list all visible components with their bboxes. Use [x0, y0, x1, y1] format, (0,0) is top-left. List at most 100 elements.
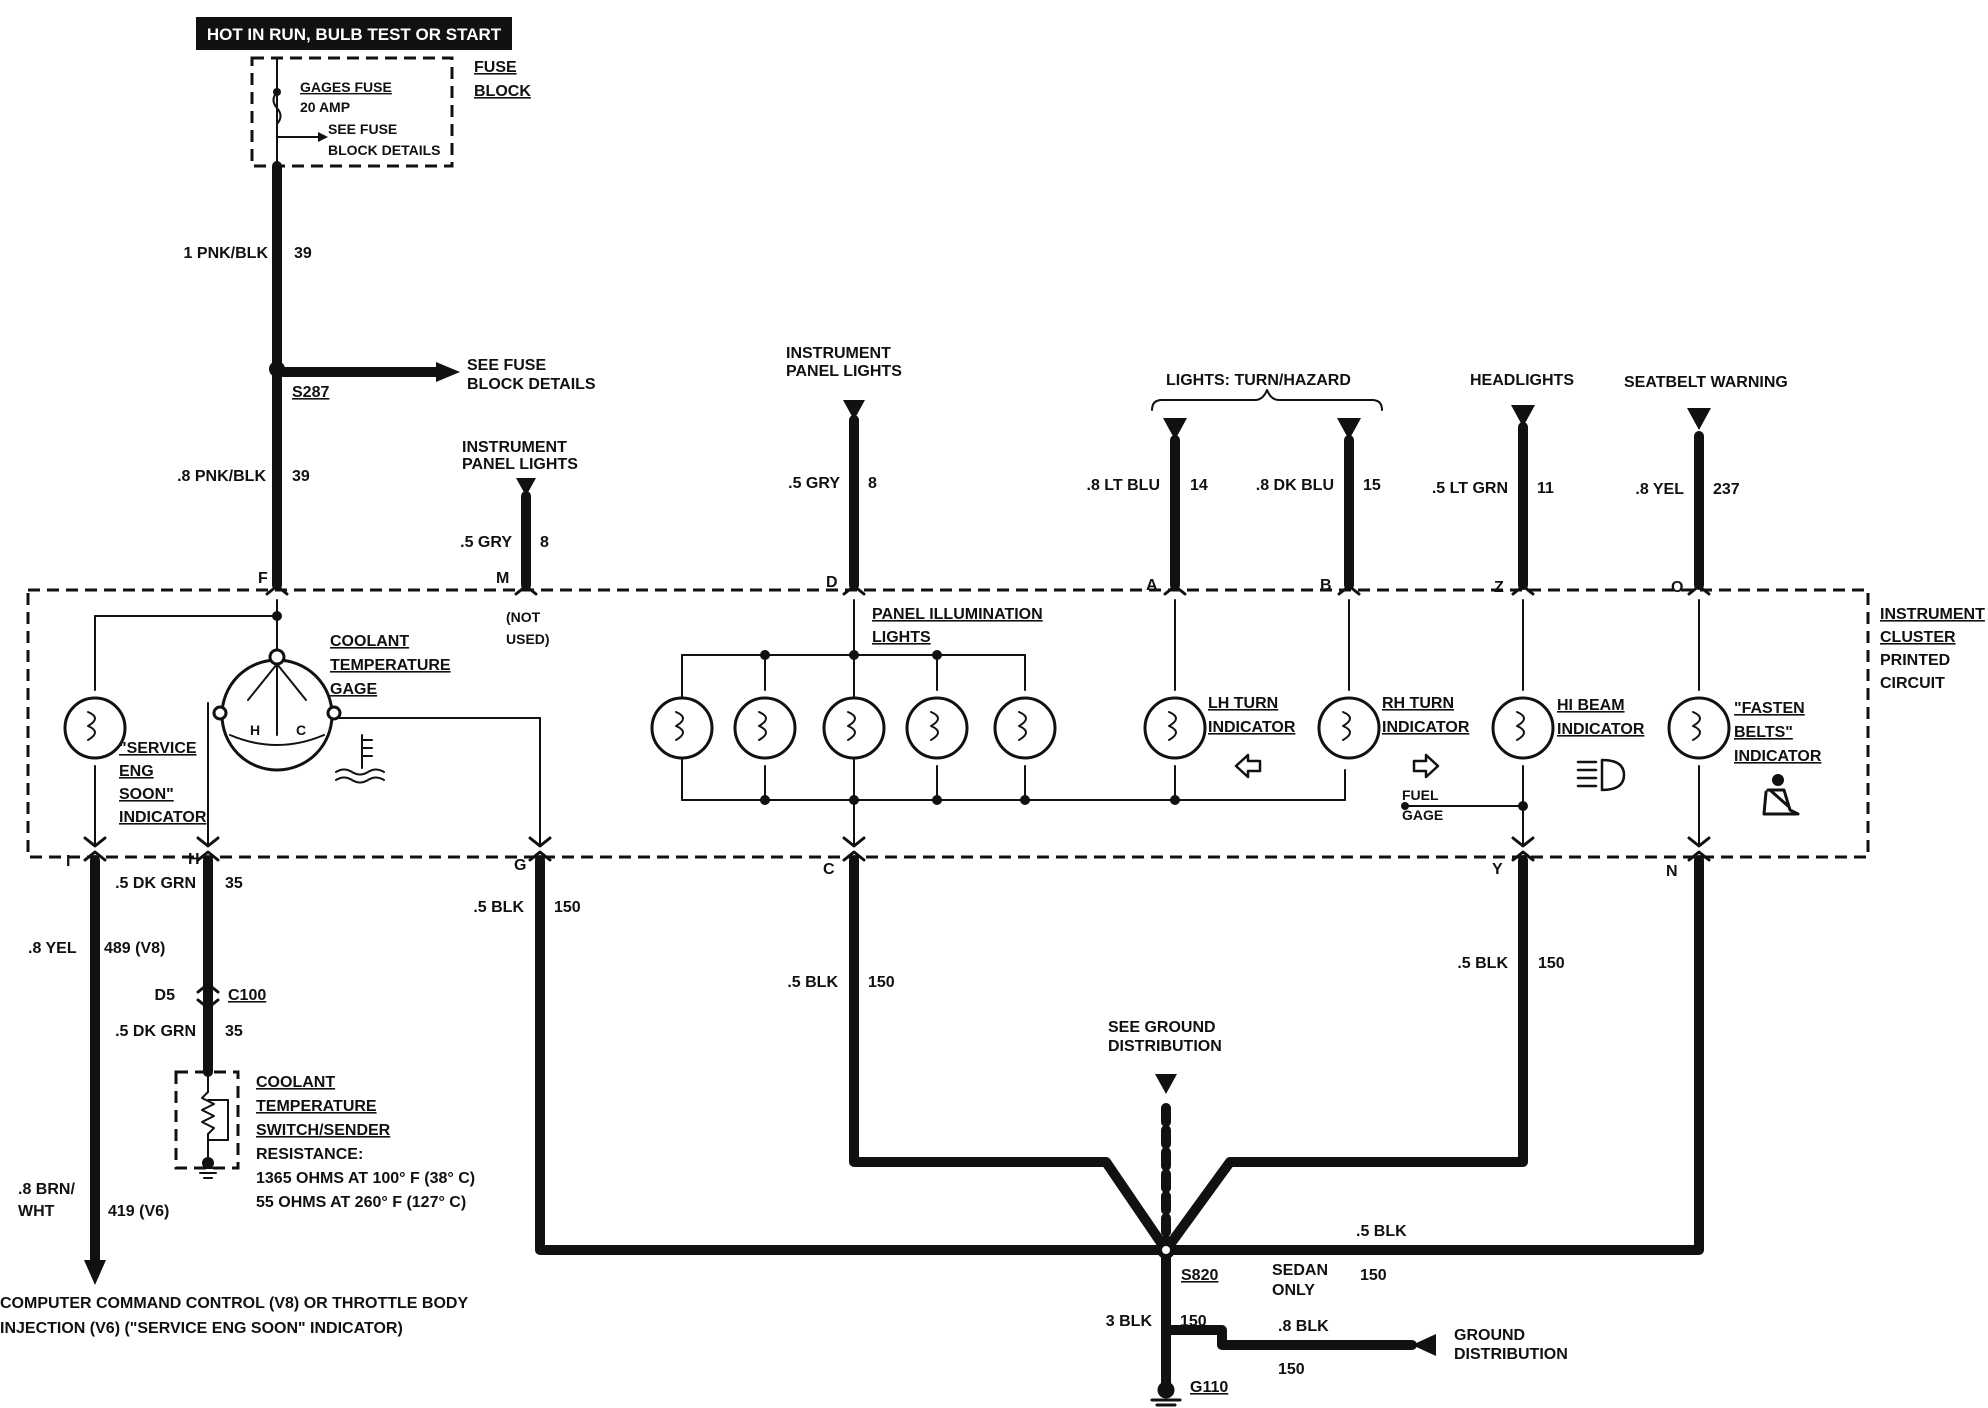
coolant-gage-label-3: GAGE [330, 681, 377, 698]
connector-D: D [826, 574, 838, 591]
ses-label-1: "SERVICE [119, 740, 197, 757]
sedan-label-1: SEDAN [1272, 1262, 1328, 1279]
splice-s820-center [1162, 1246, 1170, 1254]
ground-dist-label-1: GROUND [1454, 1327, 1525, 1344]
panel-lamp-4-icon [905, 696, 969, 760]
seatbelt-icon [1762, 774, 1800, 816]
wire-blk-c-num: 150 [868, 974, 895, 991]
fuse-block-label-2: BLOCK [474, 83, 531, 100]
connector-d5: D5 [155, 987, 176, 1004]
coolant-gage-label-2: TEMPERATURE [330, 657, 451, 674]
wire-pnk-blk-1-num: 39 [294, 245, 312, 262]
right-arrow-icon [1412, 753, 1440, 779]
wire-pnk-blk-8-label: .8 PNK/BLK [177, 468, 266, 485]
splice-s820: S820 [1181, 1267, 1218, 1284]
wire-blk-3-label: 3 BLK [1106, 1313, 1153, 1330]
ses-label-2: ENG [119, 763, 154, 780]
fuse-arrow-icon [318, 132, 328, 142]
wire-lt-blu-num: 14 [1190, 477, 1208, 494]
sender-label-6: 55 OHMS AT 260° F (127° C) [256, 1194, 466, 1211]
sender-label-2: TEMPERATURE [256, 1098, 377, 1115]
connector-F: F [258, 570, 268, 587]
wire-lt-grn-num: 11 [1537, 480, 1554, 497]
connector-I: I [66, 853, 70, 870]
wire-blk-n-label: .5 BLK [1356, 1223, 1407, 1240]
coolant-gage-label-1: COOLANT [330, 633, 409, 650]
wire-blk-c-label: .5 BLK [787, 974, 838, 991]
thermometer-icon [335, 734, 385, 784]
wire-gry-left-label: .5 GRY [460, 534, 512, 551]
headlights-arrow-icon [1511, 405, 1535, 427]
see-fuse-block-2: BLOCK DETAILS [467, 376, 596, 393]
ipl-center-1: INSTRUMENT [786, 345, 891, 362]
fuse-see-1: SEE FUSE [328, 121, 397, 137]
wire-gry-center-num: 8 [868, 475, 877, 492]
fasten-label-2: BELTS" [1734, 724, 1793, 741]
wire-yel-489-num: 489 (V8) [104, 940, 165, 957]
supply-banner [196, 17, 512, 50]
wire-blk-g-num: 150 [554, 899, 581, 916]
sender-label-3: SWITCH/SENDER [256, 1122, 391, 1139]
fuse-rating: 20 AMP [300, 99, 350, 115]
wire-pnk-blk-1-label: 1 PNK/BLK [184, 245, 269, 262]
see-ground-arrow-icon [1155, 1074, 1177, 1094]
connector-c100-icon [196, 982, 220, 1010]
wire-dk-grn-1-label: .5 DK GRN [115, 875, 196, 892]
hi-beam-label-2: INDICATOR [1557, 721, 1645, 738]
fuel-gage-label-1: FUEL [1402, 787, 1439, 803]
ground-dist-arrow-icon [1412, 1334, 1436, 1356]
ccc-label-2: INJECTION (V6) ("SERVICE ENG SOON" INDIC… [0, 1320, 403, 1337]
not-used-2: USED) [506, 631, 550, 647]
wire-yel-237-label: .8 YEL [1635, 481, 1684, 498]
wire-brn-wht-1: .8 BRN/ [18, 1181, 75, 1198]
wire-yel-237-num: 237 [1713, 481, 1740, 498]
ipl-left-2: PANEL LIGHTS [462, 456, 578, 473]
ipl-center-2: PANEL LIGHTS [786, 363, 902, 380]
seatbelt-warning-label: SEATBELT WARNING [1624, 374, 1788, 391]
sedan-num: 150 [1360, 1267, 1387, 1284]
fasten-belts-bulb-icon [1667, 696, 1731, 760]
ses-label-4: INDICATOR [119, 809, 207, 826]
connector-N: N [1666, 863, 1678, 880]
cluster-label-2: CLUSTER [1880, 629, 1956, 646]
sender-label-5: 1365 OHMS AT 100° F (38° C) [256, 1170, 475, 1187]
wire-blk-g-label: .5 BLK [473, 899, 524, 916]
connector-O: O [1671, 579, 1683, 596]
wire-gry-left-num: 8 [540, 534, 549, 551]
hi-beam-label-1: HI BEAM [1557, 697, 1625, 714]
panel-illum-label-1: PANEL ILLUMINATION [872, 606, 1043, 623]
fuse-block-box [250, 56, 454, 168]
wire-lt-grn-label: .5 LT GRN [1432, 480, 1508, 497]
fasten-label-1: "FASTEN [1734, 700, 1805, 717]
ipl-left-1: INSTRUMENT [462, 439, 567, 456]
lh-turn-bulb-icon [1143, 696, 1207, 760]
wire-dk-grn-2-num: 35 [225, 1023, 243, 1040]
wire-blk-y-label: .5 BLK [1457, 955, 1508, 972]
wire-pnk-blk-8-num: 39 [292, 468, 310, 485]
connector-B: B [1320, 577, 1332, 594]
panel-lamp-5-icon [993, 696, 1057, 760]
fuse-element-icon [272, 91, 282, 125]
gage-c: C [296, 722, 306, 738]
cluster-label-3: PRINTED [1880, 652, 1950, 669]
left-arrow-icon [1234, 753, 1262, 779]
bottom-connector-chevrons [83, 836, 1711, 862]
indicator-bulbs [63, 696, 1731, 760]
sedan-label-2: ONLY [1272, 1282, 1315, 1299]
turn-hazard-brace [1151, 389, 1383, 411]
headlights-label: HEADLIGHTS [1470, 372, 1574, 389]
coolant-gage [212, 648, 342, 772]
sender-label-1: COOLANT [256, 1074, 335, 1091]
cluster-junction-dots [272, 611, 1528, 811]
connector-c100: C100 [228, 987, 266, 1004]
turn-a-arrow-icon [1163, 418, 1187, 440]
rh-turn-label-2: INDICATOR [1382, 719, 1470, 736]
connector-H: H [188, 851, 200, 868]
connector-M: M [496, 570, 509, 587]
wire-blk-8-label: .8 BLK [1278, 1318, 1329, 1335]
fuse-name: GAGES FUSE [300, 79, 392, 95]
ipl-left-arrow-icon [516, 478, 536, 496]
lh-turn-label-2: INDICATOR [1208, 719, 1296, 736]
lh-turn-label-1: LH TURN [1208, 695, 1278, 712]
